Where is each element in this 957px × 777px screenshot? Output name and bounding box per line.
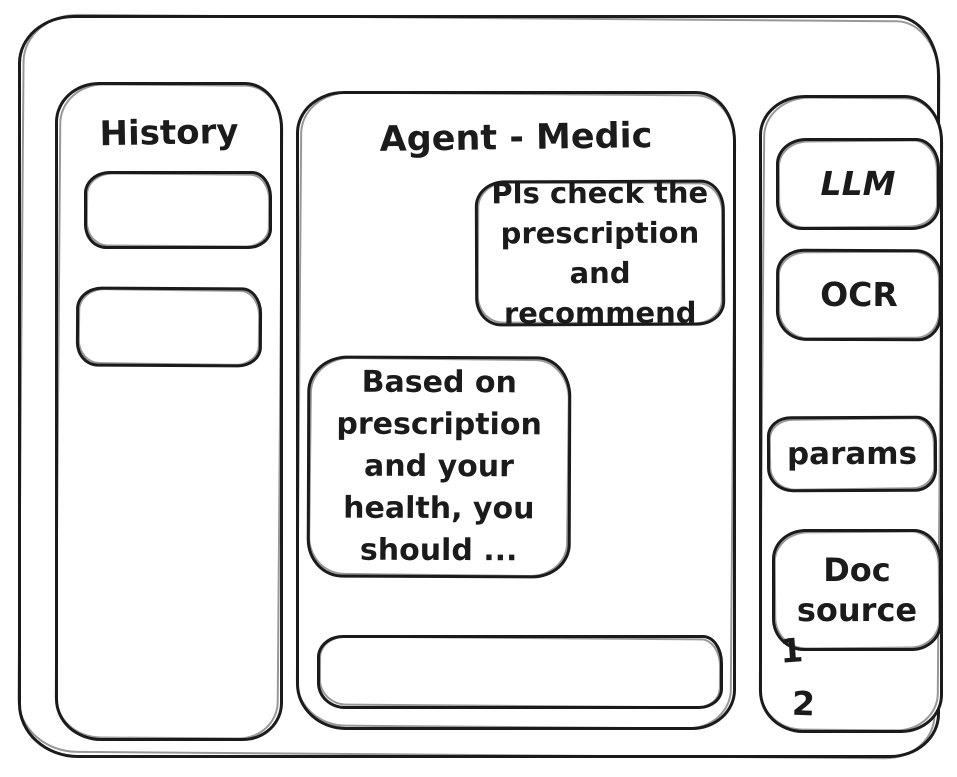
doc-source-button[interactable]: Doc source [772,529,942,651]
user-message-bubble: Pls check the prescription and recommend [474,176,726,330]
history-item[interactable] [84,171,272,249]
user-message-text: Pls check the prescription and recommend [491,175,709,331]
doc-source-item-2[interactable]: 2 [791,683,816,724]
doc-source-item-1[interactable]: 1 [778,630,805,671]
ocr-button[interactable]: OCR [775,248,943,342]
tools-panel: LLM OCR params Doc source 1 2 [759,95,943,733]
chat-panel: Agent - Medic Pls check the prescription… [296,91,736,730]
history-title: History [99,111,239,155]
agent-message-text: Based on prescription and your health, y… [336,364,542,569]
params-button[interactable]: params [766,415,938,493]
app-window: History Agent - Medic Pls check the pres… [18,15,943,758]
chat-title: Agent - Medic [379,116,653,160]
agent-message-bubble: Based on prescription and your health, y… [306,355,572,579]
history-item[interactable] [75,286,263,368]
message-input[interactable] [317,635,723,709]
history-panel: History [55,82,283,741]
llm-button[interactable]: LLM [776,138,940,230]
